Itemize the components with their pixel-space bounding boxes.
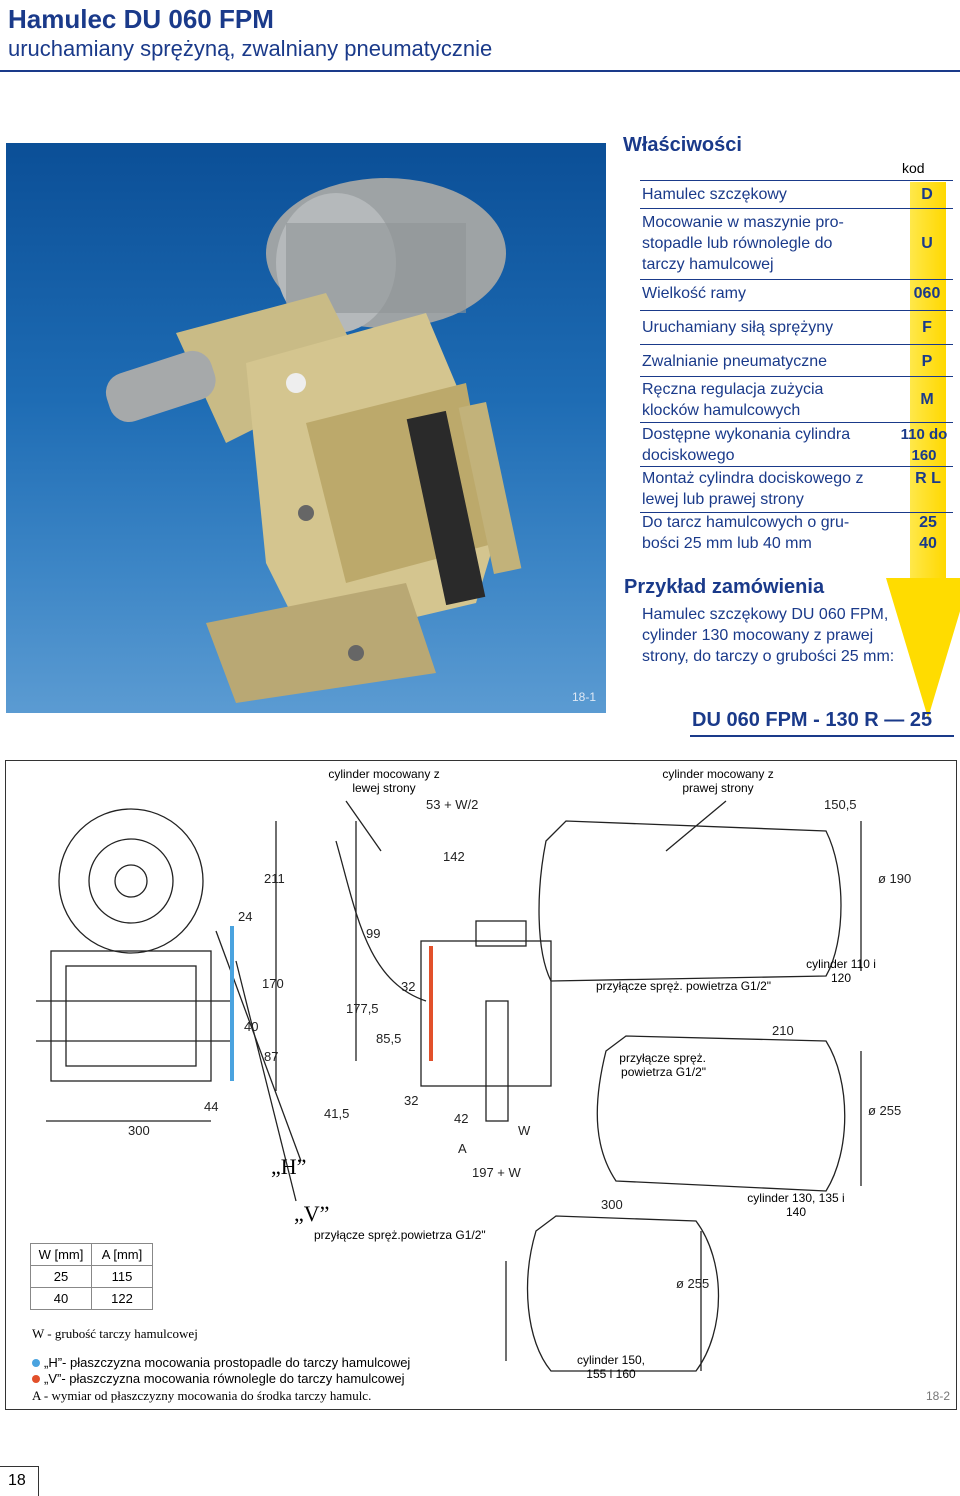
technical-drawing: cylinder mocowany z lewej strony cylinde… xyxy=(5,760,957,1410)
order-code-rule xyxy=(690,735,954,737)
label-cylinder-110-120: cylinder 110 i 120 xyxy=(806,957,876,985)
table-cell: 40 xyxy=(30,1287,92,1310)
dimension: 24 xyxy=(238,909,253,924)
order-example-text: Hamulec szczękowy DU 060 FPM, cylinder 1… xyxy=(642,606,895,665)
code-column-label: kod xyxy=(902,160,925,176)
dimension: A xyxy=(458,1141,467,1156)
red-dot-icon xyxy=(32,1375,40,1383)
dimension: 87 xyxy=(264,1049,279,1064)
property-text: Zwalnianie pneumatyczne xyxy=(642,353,827,370)
w-a-table: W [mm] A [mm] 25 115 40 122 xyxy=(30,1243,153,1310)
legend-a: A - wymiar od płaszczyzny mocowania do ś… xyxy=(32,1388,372,1403)
drawing-lines xyxy=(36,800,862,1372)
dimension: 44 xyxy=(204,1099,219,1114)
row-divider xyxy=(640,180,953,181)
page-subtitle: uruchamiany sprężyną, zwalniany pneumaty… xyxy=(8,36,493,61)
row-divider xyxy=(640,310,953,311)
dimension: 197 + W xyxy=(472,1165,521,1180)
order-code: DU 060 FPM - 130 R — 25 xyxy=(692,709,933,731)
dimension: 85,5 xyxy=(376,1031,402,1046)
legend-w: W - grubość tarczy hamulcowej xyxy=(32,1326,198,1341)
brake-illustration xyxy=(105,178,522,703)
page-number-box xyxy=(0,1466,39,1496)
label-cylinder-left: cylinder mocowany z lewej strony xyxy=(328,767,440,795)
label-cylinder-right: cylinder mocowany z prawej strony xyxy=(662,767,774,795)
property-text: Do tarcz hamulcowych o gru-bości 25 mm l… xyxy=(642,514,850,552)
legend-v-text: „V”- płaszczyzna mocowania równolegle do… xyxy=(44,1371,405,1386)
property-code: 25 40 xyxy=(919,514,937,552)
label-air-connection-1: przyłącze spręż. powietrza G1/2" xyxy=(596,979,771,993)
dimension: 42 xyxy=(454,1111,469,1126)
property-code: U xyxy=(921,235,933,252)
row-divider xyxy=(640,208,953,209)
dimension: 53 + W/2 xyxy=(426,797,479,812)
blue-dot-icon xyxy=(32,1359,40,1367)
page-number: 18 xyxy=(8,1472,26,1489)
dimension: 142 xyxy=(443,849,465,864)
dimension: 40 xyxy=(244,1019,259,1034)
property-text: Wielkość ramy xyxy=(642,285,747,302)
drawing-tag: 18-2 xyxy=(926,1389,951,1403)
dimension: 170 xyxy=(262,976,284,991)
header-rule xyxy=(0,70,960,72)
property-code: F xyxy=(922,319,932,336)
dimension: 177,5 xyxy=(346,1001,379,1016)
property-text: Hamulec szczękowy xyxy=(642,186,787,203)
row-divider xyxy=(640,512,953,513)
row-divider xyxy=(640,279,953,280)
legend-h: „H”- płaszczyzna mocowania prostopadle d… xyxy=(32,1355,410,1370)
property-text: Uruchamiany siłą sprężyny xyxy=(642,319,834,336)
legend-v: „V”- płaszczyzna mocowania równolegle do… xyxy=(32,1371,405,1386)
label-air-connection-3: przyłącze spręż.powietrza G1/2" xyxy=(314,1228,486,1242)
order-arrow-head xyxy=(886,578,960,718)
property-code: P xyxy=(921,353,933,370)
row-divider xyxy=(640,376,953,377)
dimension: 32 xyxy=(404,1093,419,1108)
row-divider xyxy=(640,422,953,423)
dimension: 300 xyxy=(601,1197,623,1212)
table-cell: 115 xyxy=(91,1265,153,1288)
dimension: 41,5 xyxy=(324,1106,350,1121)
dimension: W xyxy=(518,1123,531,1138)
plane-v-label: „V” xyxy=(294,1201,330,1226)
order-arrow-shaft xyxy=(910,182,946,582)
properties-title: Właściwości xyxy=(623,134,742,156)
order-example-title: Przykład zamówienia xyxy=(624,576,825,598)
row-divider xyxy=(640,466,953,467)
dimension: ø 255 xyxy=(676,1276,710,1291)
dimension: 99 xyxy=(366,926,381,941)
property-code: 110 do 160 xyxy=(900,426,948,464)
dimension: ø 190 xyxy=(878,871,912,886)
row-divider xyxy=(640,344,953,345)
property-code: 060 xyxy=(913,285,941,302)
dimension: 32 xyxy=(401,979,416,994)
dimension: 300 xyxy=(128,1123,150,1138)
table-cell: 122 xyxy=(91,1287,153,1310)
table-header: W [mm] xyxy=(30,1243,92,1266)
dimension: 210 xyxy=(772,1023,794,1038)
legend-h-text: „H”- płaszczyzna mocowania prostopadle d… xyxy=(44,1355,411,1370)
property-text: Montaż cylindra dociskowego z lewej lub … xyxy=(642,470,864,508)
property-code: M xyxy=(920,391,934,408)
table-cell: 25 xyxy=(30,1265,92,1288)
dimension: 211 xyxy=(264,871,285,886)
property-code: R L xyxy=(915,470,941,487)
table-header: A [mm] xyxy=(91,1243,153,1266)
dimension: 150,5 xyxy=(824,797,857,812)
photo-tag: 18-1 xyxy=(572,690,597,704)
label-cylinder-130-140: cylinder 130, 135 i 140 xyxy=(747,1191,845,1219)
page-title: Hamulec DU 060 FPM xyxy=(8,4,274,34)
label-cylinder-150-160: cylinder 150, 155 i 160 xyxy=(576,1353,646,1381)
product-photo xyxy=(6,143,606,713)
property-text: Mocowanie w maszynie pro-stopadle lub ró… xyxy=(642,214,844,273)
label-air-connection-2: przyłącze spręż. powietrza G1/2" xyxy=(619,1051,706,1079)
plane-h-label: „H” xyxy=(271,1154,307,1179)
dimension: ø 255 xyxy=(868,1103,902,1118)
property-text: Ręczna regulacja zużycia klocków hamulco… xyxy=(642,381,824,419)
property-code: D xyxy=(921,186,933,203)
property-text: Dostępne wykonania cylindra dociskowego xyxy=(642,426,851,464)
